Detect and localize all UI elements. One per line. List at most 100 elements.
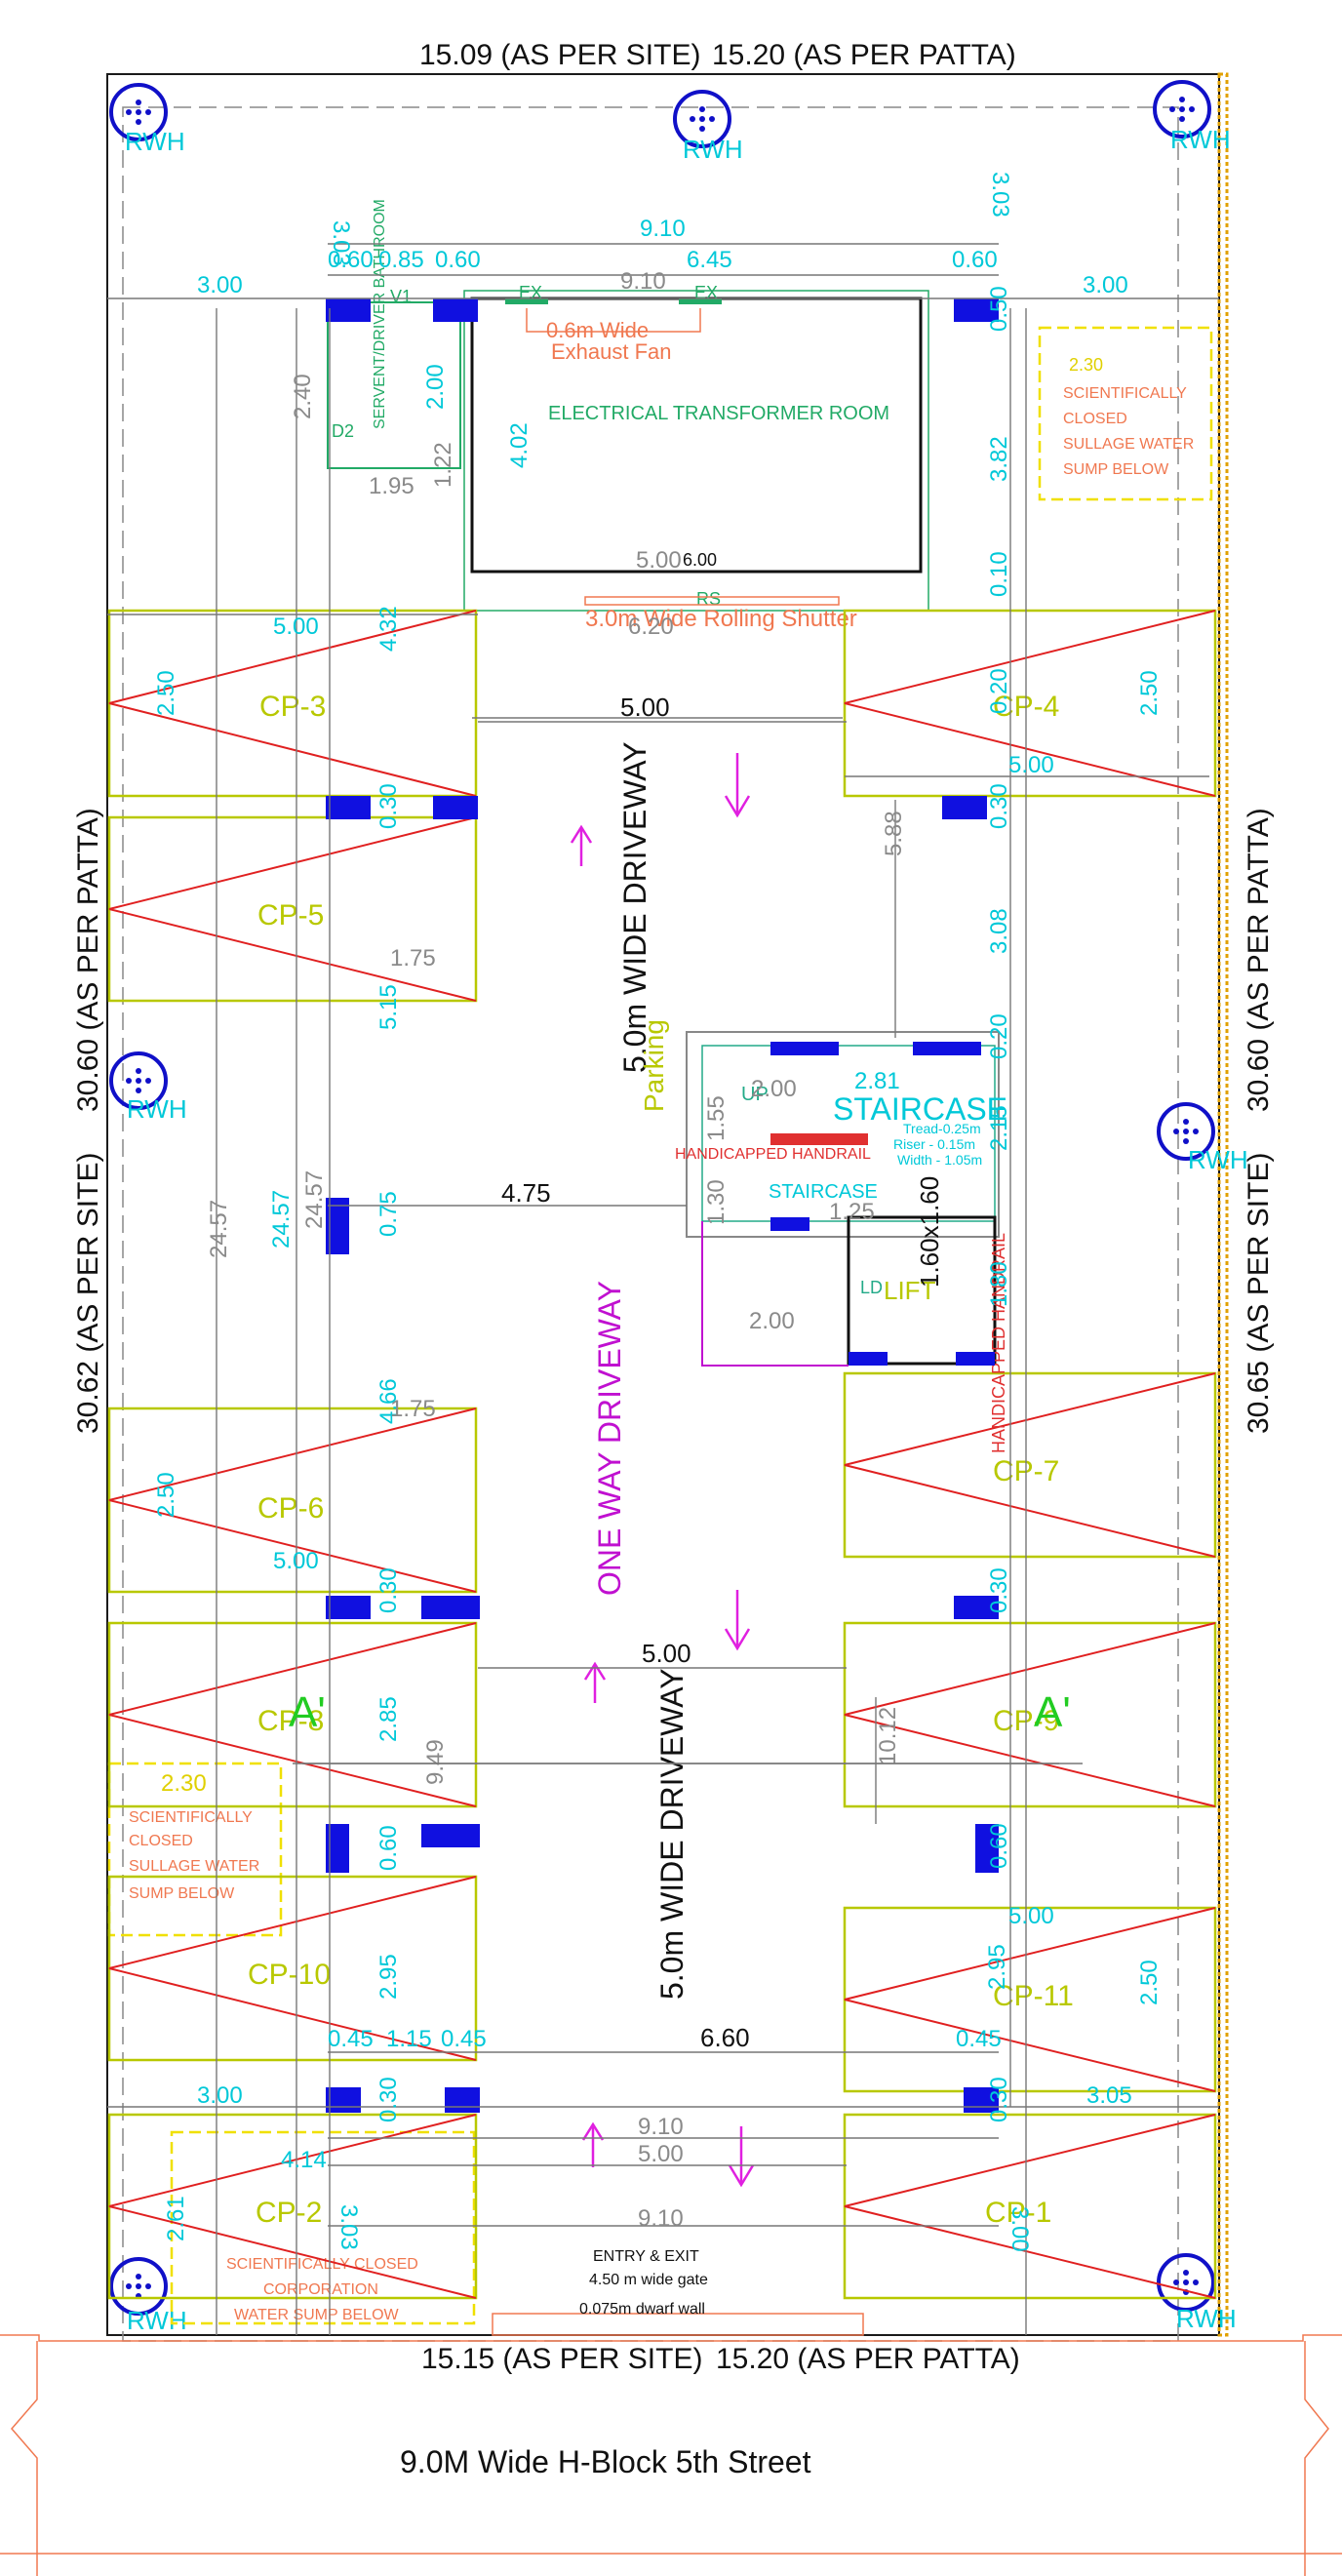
svg-text:2.00: 2.00 (749, 1308, 795, 1334)
svg-text:0.20: 0.20 (986, 668, 1012, 714)
rwh-marker: RWH (109, 2257, 187, 2335)
transformer-room-outer (463, 290, 929, 612)
svg-text:3.00: 3.00 (197, 2082, 243, 2109)
parking-slot-label: CP-8 (257, 1705, 324, 1737)
one-way-driveway-label: ONE WAY DRIVEWAY (592, 1281, 627, 1596)
lift-wall-magenta (701, 1221, 849, 1367)
svg-text:1.15: 1.15 (386, 2026, 432, 2052)
exhaust-fan-2 (679, 298, 722, 304)
svg-text:SUMP BELOW: SUMP BELOW (1063, 461, 1169, 478)
svg-text:2.95: 2.95 (984, 1944, 1010, 1990)
parking-slot-chevron (108, 610, 477, 797)
parking-slot-chevron (108, 816, 477, 1002)
parking-slot-chevron (108, 1622, 477, 1807)
svg-text:0.60: 0.60 (375, 1825, 402, 1871)
staircase-title-2: STAIRCASE (769, 1181, 878, 1203)
svg-text:0.10: 0.10 (986, 551, 1012, 597)
direction-arrow-down (724, 753, 751, 818)
svg-text:1.75: 1.75 (390, 945, 436, 971)
right-boundary-site: 30.65 (AS PER SITE) (1243, 1153, 1275, 1434)
svg-text:4.75: 4.75 (501, 1178, 551, 1208)
gate-width-label: 4.50 m wide gate (589, 2272, 708, 2288)
parking-label: Parking (639, 1019, 669, 1112)
svg-text:1.25: 1.25 (829, 1199, 875, 1225)
svg-text:1.75: 1.75 (390, 1396, 436, 1422)
svg-text:0.60: 0.60 (328, 247, 374, 273)
transformer-room (470, 297, 923, 574)
svg-text:0.60: 0.60 (986, 1823, 1012, 1869)
transformer-room-title: ELECTRICAL TRANSFORMER ROOM (548, 403, 889, 424)
svg-text:0.30: 0.30 (986, 783, 1012, 829)
svg-text:3.08: 3.08 (986, 908, 1012, 954)
svg-text:2.00: 2.00 (422, 364, 449, 410)
top-boundary-site: 15.09 (AS PER SITE) (419, 39, 700, 71)
svg-text:5.88: 5.88 (881, 811, 907, 856)
svg-text:2.61: 2.61 (163, 2196, 189, 2241)
exhaust-ex-1: EX (519, 283, 542, 302)
rwh-marker: RWH (673, 90, 743, 164)
svg-text:9.10: 9.10 (640, 216, 686, 242)
svg-text:1.22: 1.22 (430, 442, 456, 488)
svg-text:1.30: 1.30 (703, 1179, 730, 1225)
rwh-marker: RWH (109, 1051, 187, 1124)
svg-text:1.95: 1.95 (369, 473, 414, 499)
svg-text:5.00: 5.00 (636, 547, 682, 574)
svg-text:6.60: 6.60 (700, 2023, 750, 2052)
svg-text:RWH: RWH (127, 1094, 187, 1124)
svg-text:0.30: 0.30 (375, 783, 402, 829)
svg-text:SCIENTIFICALLY: SCIENTIFICALLY (1063, 385, 1187, 402)
svg-text:0.45: 0.45 (441, 2026, 487, 2052)
parking-slot-chevron (844, 1622, 1216, 1807)
svg-text:3.05: 3.05 (1086, 2082, 1132, 2109)
svg-text:SULLAGE WATER: SULLAGE WATER (1063, 436, 1194, 453)
svg-text:SUMP BELOW: SUMP BELOW (129, 1885, 235, 1902)
svg-text:5.00: 5.00 (273, 1548, 319, 1574)
svg-text:0.30: 0.30 (986, 2077, 1012, 2122)
svg-text:9.49: 9.49 (422, 1739, 449, 1785)
svg-text:24.57: 24.57 (268, 1190, 295, 1248)
svg-text:5.00: 5.00 (273, 614, 319, 640)
entry-gate (492, 2313, 864, 2336)
left-boundary-patta: 30.60 (AS PER PATTA) (72, 808, 104, 1112)
svg-text:5.00: 5.00 (620, 693, 670, 722)
svg-text:WATER SUMP BELOW: WATER SUMP BELOW (234, 2307, 400, 2323)
parking-slot-label: CP-2 (256, 2197, 322, 2229)
svg-text:SCIENTIFICALLY: SCIENTIFICALLY (129, 1809, 253, 1826)
parking-slot: CP-10 (107, 1875, 478, 2062)
servant-bathroom (327, 301, 461, 469)
bottom-boundary-patta: 15.20 (AS PER PATTA) (716, 2343, 1020, 2375)
svg-text:3.00: 3.00 (1083, 272, 1128, 298)
svg-text:0.30: 0.30 (986, 1567, 1012, 1613)
svg-text:6.00: 6.00 (683, 550, 717, 570)
svg-text:9.10: 9.10 (620, 268, 666, 295)
svg-text:2.15: 2.15 (986, 1105, 1012, 1151)
handrail-label: HANDICAPPED HANDRAIL (675, 1146, 871, 1163)
svg-text:2.50: 2.50 (1136, 1960, 1163, 2005)
direction-arrow-up (583, 1661, 607, 1703)
svg-text:RWH: RWH (1170, 125, 1231, 154)
svg-text:2.00: 2.00 (751, 1076, 797, 1102)
svg-text:3.03: 3.03 (987, 172, 1013, 218)
parking-slot-chevron (108, 2114, 477, 2299)
stair-width: Width - 1.05m (897, 1152, 982, 1168)
street-edge-left (11, 2341, 38, 2576)
svg-text:9.10: 9.10 (638, 2205, 684, 2232)
parking-slot: CP-2 (107, 2113, 478, 2300)
rolling-shutter-label: 3.0m Wide Rolling Shutter (585, 606, 857, 632)
stair-riser: Riser - 0.15m (893, 1136, 975, 1152)
parking-slot: CP-7 (843, 1371, 1217, 1559)
lift-door-label: LD (860, 1278, 883, 1297)
parking-slot-chevron (108, 1407, 477, 1593)
parking-slot-label: CP-11 (993, 1980, 1074, 2012)
corporation-water-sump: SCIENTIFICALLY CLOSED CORPORATION WATER … (170, 2130, 476, 2325)
svg-text:10.12: 10.12 (875, 1707, 901, 1765)
svg-text:0.30: 0.30 (375, 2077, 402, 2122)
parking-slot: CP-8 (107, 1621, 478, 1808)
svg-text:2.85: 2.85 (375, 1696, 402, 1742)
svg-text:RWH: RWH (1176, 2304, 1237, 2333)
section-mark-right: A' (1034, 1688, 1071, 1736)
street-edge-top (0, 2334, 1342, 2342)
svg-text:CLOSED: CLOSED (129, 1833, 193, 1849)
parking-slot-label: CP-6 (257, 1492, 324, 1525)
